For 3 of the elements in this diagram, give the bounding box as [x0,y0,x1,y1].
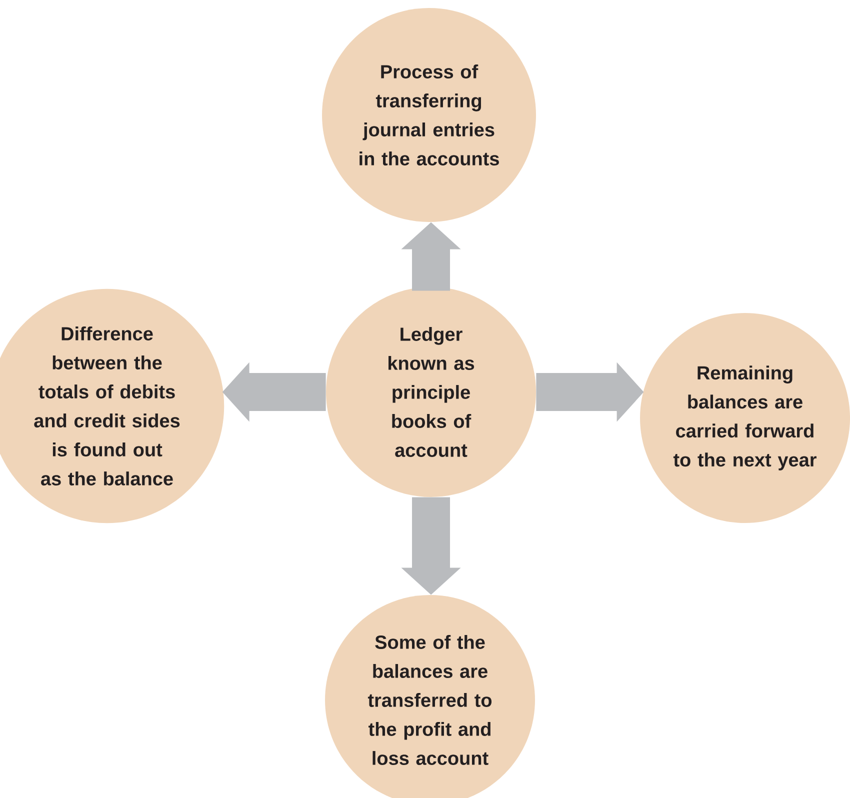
circle-node: Ledger known as principle books of account [326,287,536,497]
circle-node: Process of transferring journal entries in the accounts [322,8,536,222]
circle-node: Remaining balances are carried forward to the next year [640,313,850,523]
